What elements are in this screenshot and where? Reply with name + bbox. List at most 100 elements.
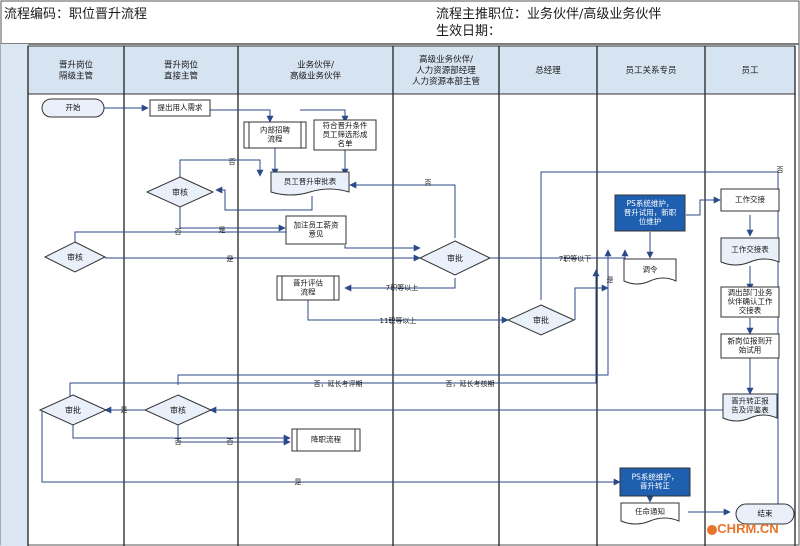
ps-trial-box xyxy=(614,194,686,232)
edge-review-salary xyxy=(179,206,286,232)
edge-label: 否 xyxy=(227,438,234,446)
edge-label: 是 xyxy=(607,276,614,284)
edge-raise-match xyxy=(300,109,349,123)
raise-demand-box-label: 提出用人需求 xyxy=(158,102,203,112)
edge-label: 是 xyxy=(295,478,302,486)
edge-review-demote xyxy=(177,425,291,446)
report-eval-doc xyxy=(722,393,778,422)
edge-l4-ge7 xyxy=(344,278,456,292)
edge-extend-b xyxy=(69,269,600,398)
lane-header xyxy=(392,45,500,95)
edge-l4-no xyxy=(349,181,456,238)
match-candidates-box-label: 符合晋升条件员工筛选形成名单 xyxy=(323,120,368,148)
edge-label: 是 xyxy=(227,255,234,263)
demotion-subprocess-label: 降职流程 xyxy=(311,434,341,444)
edge-gm-yes xyxy=(574,284,609,320)
lane-header xyxy=(123,45,239,95)
promotion-eval-subprocess xyxy=(276,275,340,301)
lane-title: 晋升岗位直接主管 xyxy=(164,59,199,81)
internal-recruit-subprocess xyxy=(243,121,307,149)
lane-header xyxy=(27,45,125,95)
review-decision-l2b xyxy=(143,394,213,426)
lane-title: 员工关系专员 xyxy=(625,65,676,76)
handover-form-doc-label: 工作交接表 xyxy=(731,244,769,254)
edge-label: 11职等以上 xyxy=(380,316,417,325)
watermark-text: CHRM.CN xyxy=(717,521,778,536)
salary-opinion-box xyxy=(285,215,347,245)
handover-box-label: 工作交接 xyxy=(735,194,765,204)
lane-title: 总经理 xyxy=(535,65,561,76)
edge-l4-ge11 xyxy=(307,300,509,324)
lane-header xyxy=(237,45,394,95)
transfer-order-doc-label: 调令 xyxy=(643,264,658,274)
handover-form-doc xyxy=(720,237,780,266)
edge-label: 否，延长考评期 xyxy=(314,379,363,388)
start-terminator-label: 开始 xyxy=(66,102,81,112)
edge-label: 否 xyxy=(777,166,784,174)
review-decision-l2-label: 审核 xyxy=(172,187,188,197)
transfer-order-doc xyxy=(623,258,677,285)
appointment-notice-doc xyxy=(620,502,680,525)
lane-title: 高级业务伙伴/人力资源部经理人力资源本部主管 xyxy=(412,54,480,87)
edge-label: 7职等以上 xyxy=(386,283,418,292)
edge-form-review xyxy=(215,186,313,211)
edge-label: 是 xyxy=(121,406,128,414)
internal-recruit-subprocess-label: 内部招聘流程 xyxy=(260,125,290,144)
edge-ps-handover xyxy=(686,196,721,216)
edge-l4-le7 xyxy=(490,249,629,259)
lane-header xyxy=(596,45,706,95)
end-terminator xyxy=(735,503,795,525)
lane-header xyxy=(498,45,598,95)
edge-label: 否，延长考核期 xyxy=(446,379,495,388)
edge-approve-demote xyxy=(72,425,291,442)
salary-opinion-box-label: 加注员工薪资意见 xyxy=(294,220,339,239)
edge-approve-regular xyxy=(41,410,621,486)
ps-regular-box-label: PS系统维护，晋升转正 xyxy=(632,472,679,491)
dept-confirm-box-label: 调出部门业务伙伴确认工作交接表 xyxy=(728,287,773,315)
lane-title: 业务伙伴/高级业务伙伴 xyxy=(290,59,342,81)
edge-extend-a xyxy=(177,249,612,385)
ps-trial-box-label: PS系统维护，晋升试用，新职位维护 xyxy=(624,198,677,226)
edge-label: 7职等以下 xyxy=(559,254,591,263)
approval-form-doc xyxy=(270,171,350,196)
effective-date-label: 生效日期： xyxy=(436,24,501,39)
approve-decision-l1b xyxy=(38,394,108,426)
edge-salary-l4 xyxy=(344,244,421,252)
report-trial-box-label: 新岗位报到开始试用 xyxy=(728,336,773,355)
lane-title: 晋升岗位隔级主管 xyxy=(59,59,94,81)
approve-decision-l1b-label: 审批 xyxy=(65,405,81,415)
ps-regular-box xyxy=(619,467,691,497)
edge-label: 是 xyxy=(219,226,226,234)
lane-gutter xyxy=(1,44,28,546)
approve-decision-gm xyxy=(506,304,576,336)
appointment-notice-doc-label: 任命通知 xyxy=(635,506,665,516)
review-decision-l1 xyxy=(43,241,107,273)
process-code-label: 流程编码：职位晋升流程 xyxy=(4,7,147,22)
review-decision-l1-label: 审核 xyxy=(67,252,83,262)
approval-form-doc-label: 员工晋升审批表 xyxy=(284,176,337,186)
watermark-logo-icon xyxy=(707,525,717,535)
process-owner-label: 流程主推职位：业务伙伴/高级业务伙伴 xyxy=(436,6,661,22)
edge-label: 否 xyxy=(175,438,182,446)
end-terminator-label: 结束 xyxy=(758,508,773,518)
edge-review-no xyxy=(179,159,264,178)
handover-box xyxy=(720,188,780,212)
promotion-eval-subprocess-label: 晋升评估流程 xyxy=(293,278,323,297)
dept-confirm-box xyxy=(720,286,780,318)
review-decision-l2 xyxy=(145,176,215,208)
demotion-subprocess xyxy=(291,428,361,452)
lane-header xyxy=(704,45,796,95)
approve-decision-gm-label: 审批 xyxy=(533,315,549,325)
edge-label: 否 xyxy=(175,228,182,236)
approve-decision-l4 xyxy=(418,240,492,276)
edge-label: 否 xyxy=(425,179,432,187)
match-candidates-box xyxy=(313,119,377,151)
raise-demand-box xyxy=(149,99,211,117)
approve-decision-l4-label: 审批 xyxy=(447,253,463,263)
edge-label: 否 xyxy=(229,158,236,166)
review-decision-l2b-label: 审核 xyxy=(170,405,186,415)
lane-title: 员工 xyxy=(741,66,759,76)
start-terminator xyxy=(41,98,105,118)
edge-l1-no xyxy=(74,228,301,242)
